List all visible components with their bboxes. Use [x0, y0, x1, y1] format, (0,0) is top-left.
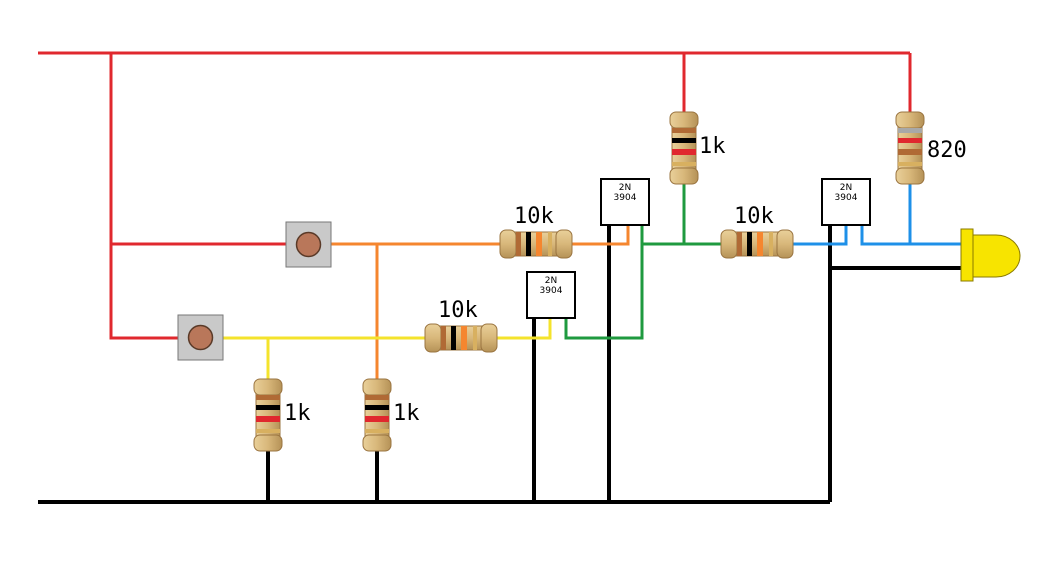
- transistor-upper: 2N 3904: [600, 178, 650, 226]
- resistor-icon: [720, 229, 794, 259]
- transistor-label-line2: 3904: [835, 193, 858, 203]
- push-button-icon: [187, 324, 214, 351]
- resistor-1k-top: 1k: [669, 111, 726, 185]
- resistor-icon: [424, 323, 498, 353]
- resistor-icon: [669, 111, 699, 185]
- resistor-1k-pulldown-right: 1k: [362, 378, 420, 452]
- resistor-label: 10k: [438, 298, 478, 323]
- transistor-label-line1: 2N: [545, 276, 557, 286]
- resistor-10k-upper: 10k: [499, 204, 573, 259]
- resistor-icon: [253, 378, 283, 452]
- resistor-icon: [362, 378, 392, 452]
- push-button-upper[interactable]: [285, 221, 332, 268]
- green-wires: [564, 181, 722, 340]
- transistor-lower: 2N 3904: [526, 271, 576, 319]
- resistor-label: 10k: [514, 204, 554, 229]
- transistor-label-line2: 3904: [540, 286, 563, 296]
- resistor-820-top: 820: [895, 111, 967, 185]
- transistor-right: 2N 3904: [821, 178, 871, 226]
- transistor-label-line1: 2N: [840, 183, 852, 193]
- orange-wires: [331, 222, 630, 382]
- resistor-10k-right: 10k: [720, 204, 794, 259]
- resistor-label: 820: [927, 138, 967, 163]
- yellow-wires: [222, 318, 552, 382]
- resistor-label: 1k: [284, 401, 311, 426]
- resistor-label: 1k: [699, 134, 726, 159]
- ground-wires: [38, 224, 962, 504]
- blue-wires: [792, 181, 962, 246]
- transistor-icon: [526, 271, 576, 319]
- resistor-1k-pulldown-left: 1k: [253, 378, 311, 452]
- push-button-lower[interactable]: [177, 314, 224, 361]
- resistor-label: 1k: [393, 401, 420, 426]
- led-icon: [969, 234, 1021, 278]
- vcc-wires: [38, 51, 912, 340]
- led: [960, 228, 1021, 282]
- transistor-label-line2: 3904: [614, 193, 637, 203]
- resistor-icon: [895, 111, 925, 185]
- push-button-icon: [295, 231, 322, 258]
- transistor-label-line1: 2N: [619, 183, 631, 193]
- resistor-10k-lower: 10k: [424, 298, 498, 353]
- resistor-icon: [499, 229, 573, 259]
- transistor-icon: [821, 178, 871, 226]
- transistor-icon: [600, 178, 650, 226]
- resistor-label: 10k: [734, 204, 774, 229]
